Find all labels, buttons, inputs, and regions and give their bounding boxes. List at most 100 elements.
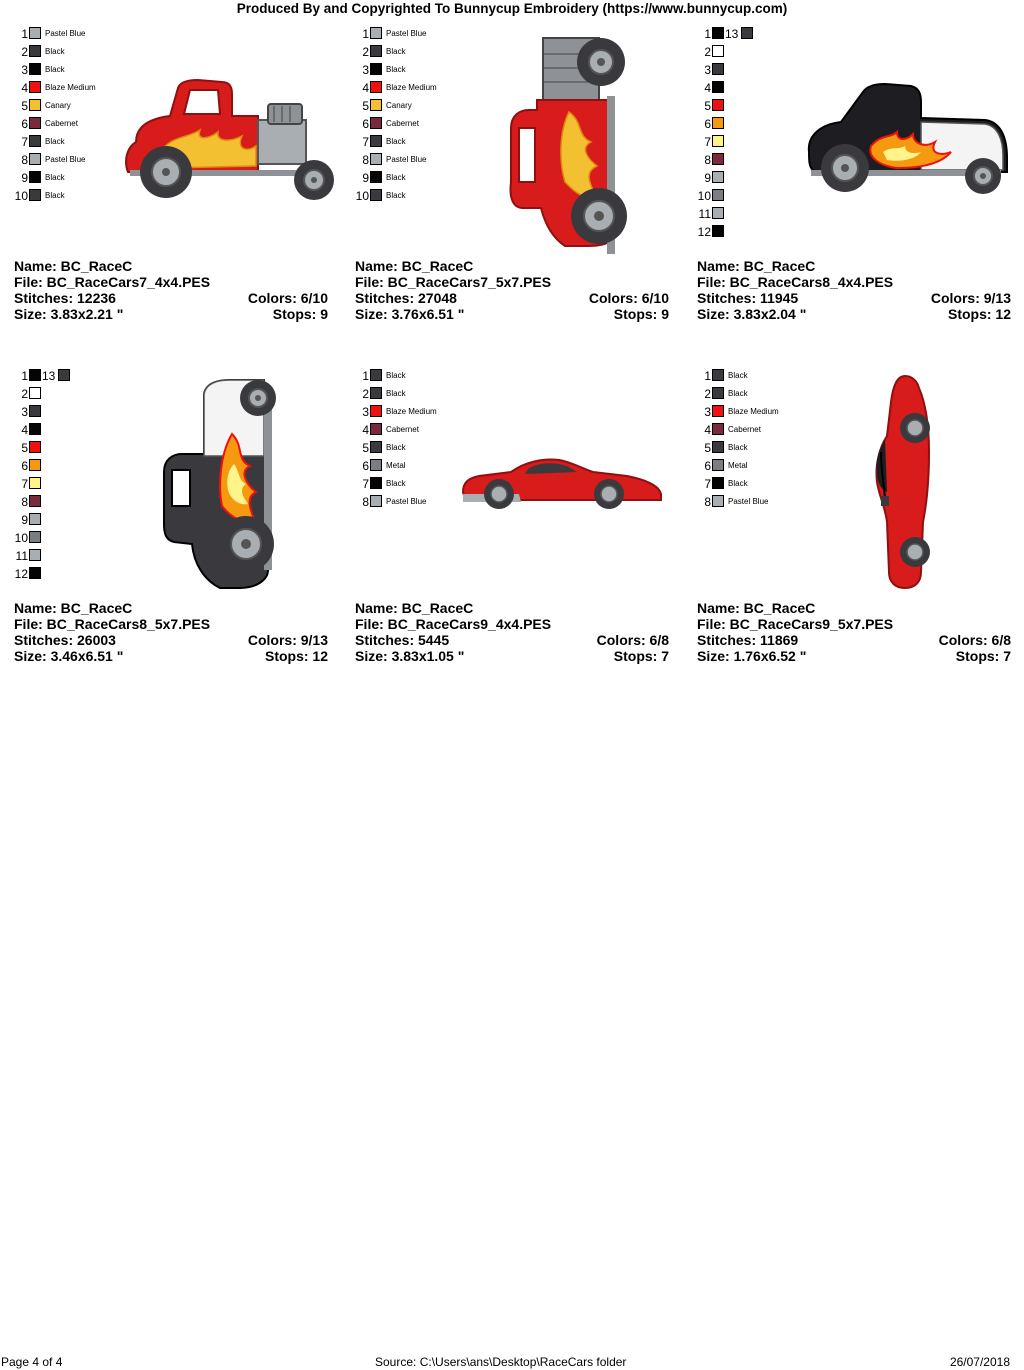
color-swatch [712,477,724,489]
design-stitches: Stitches: 12236 [14,290,116,306]
color-name: Pastel Blue [45,155,86,164]
design-name: Name: BC_RaceC [355,600,474,616]
color-swatch [29,99,41,111]
design-stitches: Stitches: 26003 [14,632,116,648]
design-colors-count: Colors: 9/13 [930,290,1011,306]
color-number: 1 [362,369,369,383]
color-name: Pastel Blue [728,497,769,506]
black-coupe-5x7-image [163,379,276,589]
color-name: Black [45,47,65,56]
color-number: 11 [15,549,28,563]
black-coupe-4x4-image [807,82,1008,194]
design-colors-count: Colors: 6/8 [938,632,1011,648]
design-stops: Stops: 12 [947,306,1011,322]
color-swatch [712,63,724,75]
color-number: 4 [704,423,711,437]
color-number: 3 [21,63,28,77]
color-swatch [29,153,41,165]
design-name: Name: BC_RaceC [355,258,474,274]
color-number: 4 [362,81,369,95]
design-stops: Stops: 12 [264,648,328,664]
color-swatch [712,387,724,399]
color-swatch [370,135,382,147]
color-number: 1 [362,27,369,41]
color-number: 8 [362,495,369,509]
color-swatch [370,117,382,129]
color-number: 7 [704,135,711,149]
color-swatch [712,495,724,507]
color-number: 12 [14,567,28,581]
color-swatch [29,477,41,489]
design-file: File: BC_RaceCars8_4x4.PES [697,274,894,290]
color-number: 5 [362,441,369,455]
color-number: 1 [704,27,711,41]
page-header: Produced By and Copyrighted To Bunnycup … [236,1,788,16]
color-swatch [370,153,382,165]
design-info: Name: BC_RaceC File: BC_RaceCars8_4x4.PE… [697,258,1011,322]
color-swatch [712,441,724,453]
color-swatch [29,189,41,201]
color-number: 6 [21,459,28,473]
color-swatch [29,423,41,435]
color-number: 1 [21,369,28,383]
design-colors-count: Colors: 6/10 [588,290,669,306]
color-number: 1 [21,27,28,41]
color-swatch [370,369,382,381]
color-name: Black [728,479,748,488]
color-swatch [370,63,382,75]
color-swatch [370,477,382,489]
color-number: 7 [704,477,711,491]
color-number: 4 [21,423,28,437]
color-number: 6 [21,117,28,131]
color-number: 5 [21,99,28,113]
color-number: 3 [362,63,369,77]
color-swatch [29,135,41,147]
color-number: 10 [14,531,28,545]
design-stops: Stops: 7 [955,648,1011,664]
color-name: Black [386,47,406,56]
color-number: 2 [704,387,711,401]
sports-car-5x7-image [875,374,931,590]
color-swatch [370,189,382,201]
color-number: 8 [21,495,28,509]
design-name: Name: BC_RaceC [14,258,133,274]
color-number: 9 [21,171,28,185]
color-name: Metal [728,461,748,470]
color-name: Cabernet [728,425,761,434]
color-name: Blaze Medium [386,407,437,416]
color-number: 3 [704,63,711,77]
color-name: Metal [386,461,406,470]
design-info: Name: BC_RaceC File: BC_RaceCars8_5x7.PE… [14,600,328,664]
color-name: Black [728,371,748,380]
color-number: 8 [362,153,369,167]
color-name: Black [386,173,406,182]
color-name: Blaze Medium [45,83,96,92]
color-swatch [712,81,724,93]
sports-car-4x4-image [461,458,662,509]
color-swatch [712,423,724,435]
color-swatch [29,369,41,381]
color-swatch [712,459,724,471]
color-number: 2 [21,387,28,401]
hot-rod-5x7-image [509,37,627,254]
color-name: Blaze Medium [728,407,779,416]
color-number: 3 [21,405,28,419]
design-info: Name: BC_RaceC File: BC_RaceCars7_5x7.PE… [355,258,669,322]
color-number: 2 [362,387,369,401]
color-number: 8 [704,153,711,167]
design-size: Size: 3.46x6.51 " [14,648,124,664]
design-info: Name: BC_RaceC File: BC_RaceCars9_5x7.PE… [697,600,1011,664]
hot-rod-4x4-image [125,78,334,200]
color-swatch [29,117,41,129]
color-swatch [712,135,724,147]
color-number: 10 [355,189,369,203]
design-size: Size: 1.76x6.52 " [697,648,807,664]
color-name: Black [45,173,65,182]
design-stitches: Stitches: 27048 [355,290,457,306]
color-number: 5 [704,99,711,113]
color-number: 11 [698,207,711,221]
design-stitches: Stitches: 11869 [697,632,799,648]
color-name: Black [728,443,748,452]
color-number: 7 [362,135,369,149]
